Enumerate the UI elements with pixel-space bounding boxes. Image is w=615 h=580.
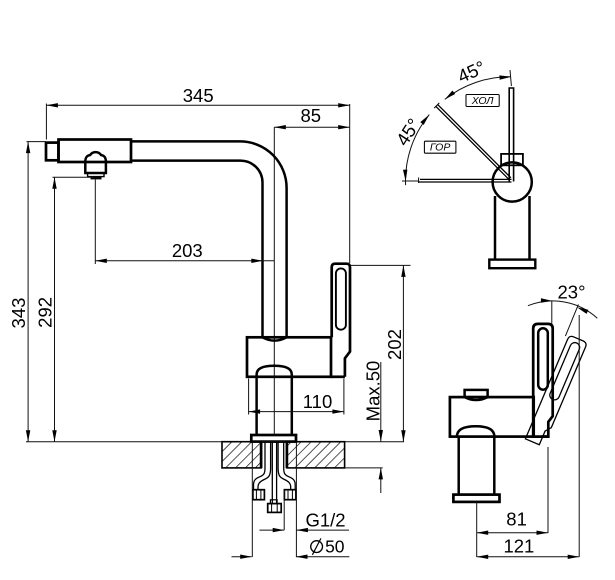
svg-text:202: 202 [384, 329, 405, 360]
svg-text:343: 343 [8, 298, 29, 329]
svg-text:85: 85 [301, 105, 322, 126]
svg-text:292: 292 [34, 297, 55, 328]
svg-text:ХОЛ: ХОЛ [471, 95, 494, 107]
svg-text:Max.50: Max.50 [362, 361, 383, 422]
svg-text:81: 81 [506, 509, 527, 530]
svg-text:G1/2: G1/2 [305, 509, 345, 530]
svg-text:ГОР: ГОР [430, 142, 451, 154]
svg-text:110: 110 [303, 391, 333, 412]
svg-text:23°: 23° [558, 282, 586, 303]
svg-text:203: 203 [172, 240, 203, 261]
svg-text:50: 50 [325, 536, 345, 556]
svg-text:345: 345 [183, 85, 214, 106]
svg-text:121: 121 [503, 536, 534, 557]
